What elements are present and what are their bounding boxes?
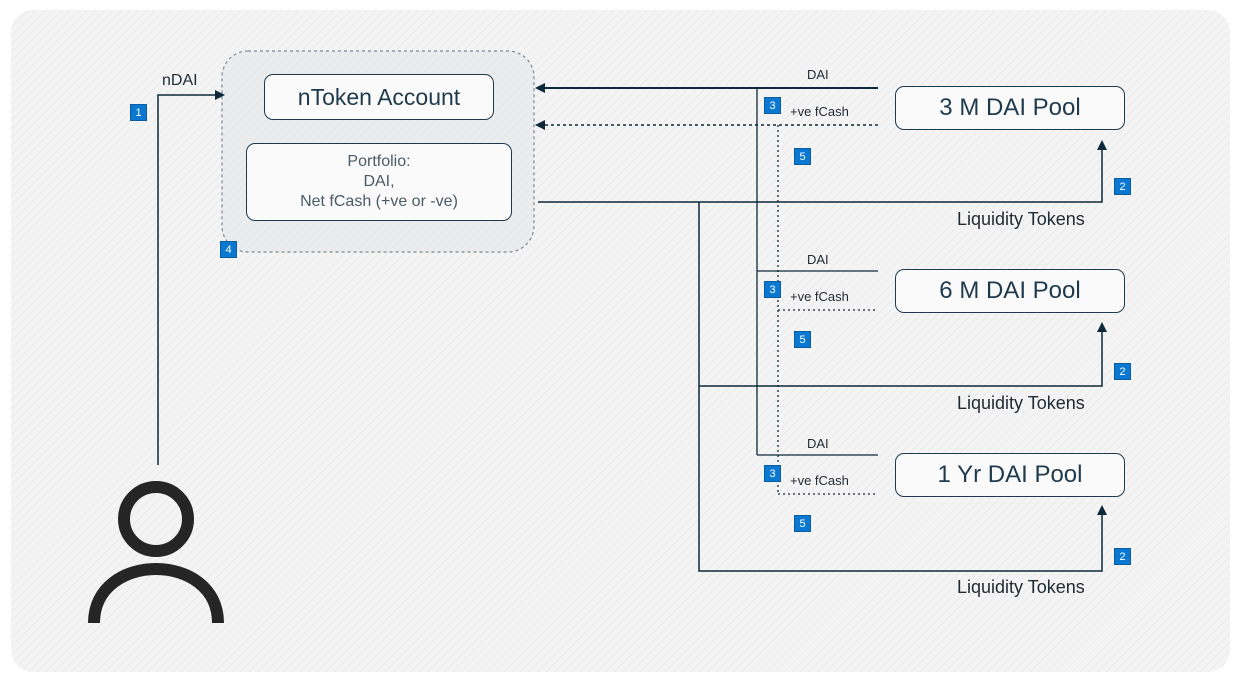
liquidity-label-1yr: Liquidity Tokens [957,577,1085,597]
liquidity-flow-1yr [698,386,1107,572]
dai-label-1yr: DAI [807,436,829,451]
fcash-label-3m: +ve fCash [790,104,849,119]
liquidity-label-6m: Liquidity Tokens [957,393,1085,413]
liquidity-flow-6m [698,202,1107,387]
step-4-badge: 4 [220,241,237,258]
pool-1yr-label: 1 Yr DAI Pool [937,461,1083,488]
step-5-badge-3m: 5 [794,148,811,165]
dai-label-3m: DAI [807,67,829,82]
person-icon [88,481,224,624]
step-3-badge-6m: 3 [764,281,781,298]
step-5-badge-6m: 5 [794,331,811,348]
pool-6m-label: 6 M DAI Pool [939,277,1081,304]
portfolio-title: Portfolio: [347,153,411,170]
portfolio-line-fcash: Net fCash (+ve or -ve) [300,193,458,210]
pool-3m-box: 3 M DAI Pool [895,86,1125,130]
step-5-badge-1yr: 5 [794,515,811,532]
portfolio-box: Portfolio: DAI, Net fCash (+ve or -ve) [246,143,512,221]
step-3-badge-1yr: 3 [764,465,781,482]
ntoken-account-label: nToken Account [297,83,461,110]
liquidity-flow-3m [538,140,1107,203]
ndai-arrow [157,90,225,465]
step-2-badge-1yr: 2 [1114,548,1131,565]
step-2-badge-3m: 2 [1114,178,1131,195]
step-2-badge-6m: 2 [1114,363,1131,380]
pool-6m-box: 6 M DAI Pool [895,269,1125,313]
fcash-label-1yr: +ve fCash [790,473,849,488]
ndai-label: nDAI [162,72,198,89]
dai-label-6m: DAI [807,252,829,267]
ntoken-account-box: nToken Account [264,74,494,120]
portfolio-line-dai: DAI, [363,173,395,190]
step-3-badge-3m: 3 [764,97,781,114]
liquidity-label-3m: Liquidity Tokens [957,209,1085,229]
pool-1yr-box: 1 Yr DAI Pool [895,453,1125,497]
fcash-label-6m: +ve fCash [790,289,849,304]
step-1-badge: 1 [130,104,147,121]
pool-3m-label: 3 M DAI Pool [939,94,1081,121]
